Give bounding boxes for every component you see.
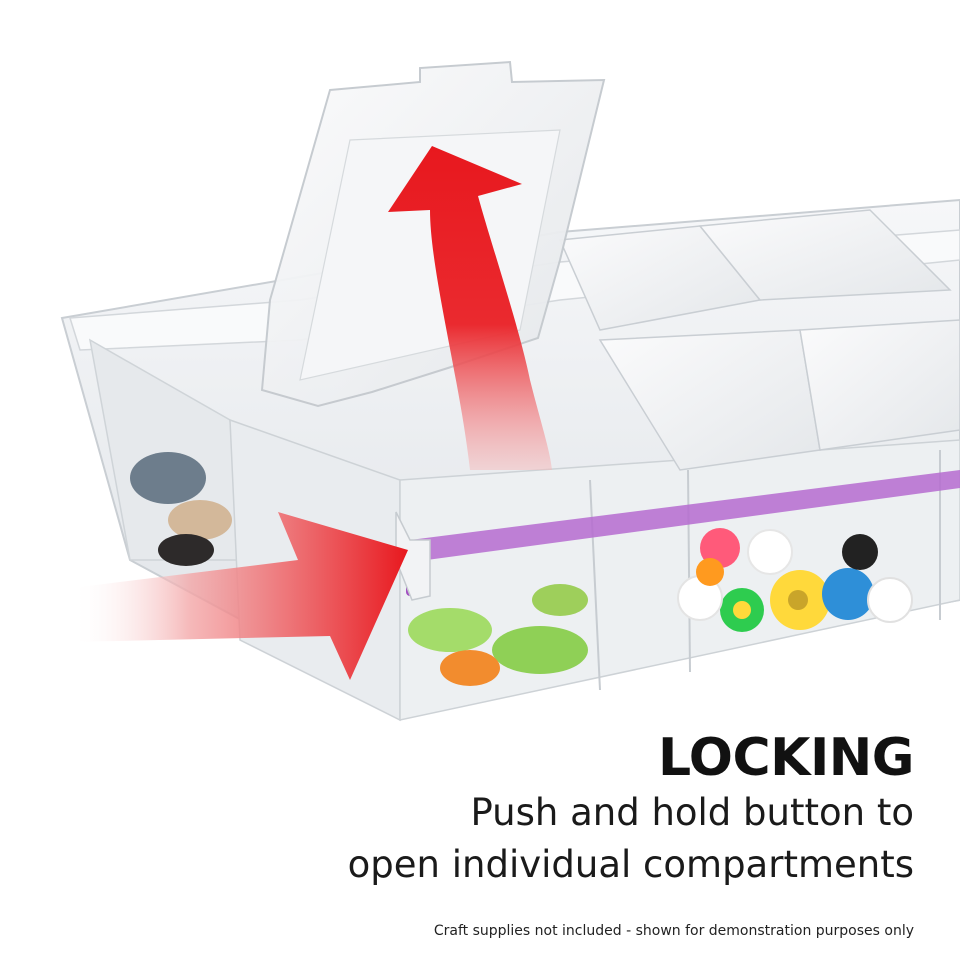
craft-supplies [130, 452, 913, 686]
push-arrow-right-icon [72, 512, 408, 680]
closed-lids [558, 209, 960, 471]
disclaimer: Craft supplies not included - shown for … [433, 923, 914, 939]
headline: LOCKING [658, 728, 915, 788]
subtitle-line-1: Push and hold button to [470, 791, 914, 834]
curved-arrow-up-icon [388, 146, 552, 470]
subtitle-line-2: open individual compartments [347, 843, 914, 886]
